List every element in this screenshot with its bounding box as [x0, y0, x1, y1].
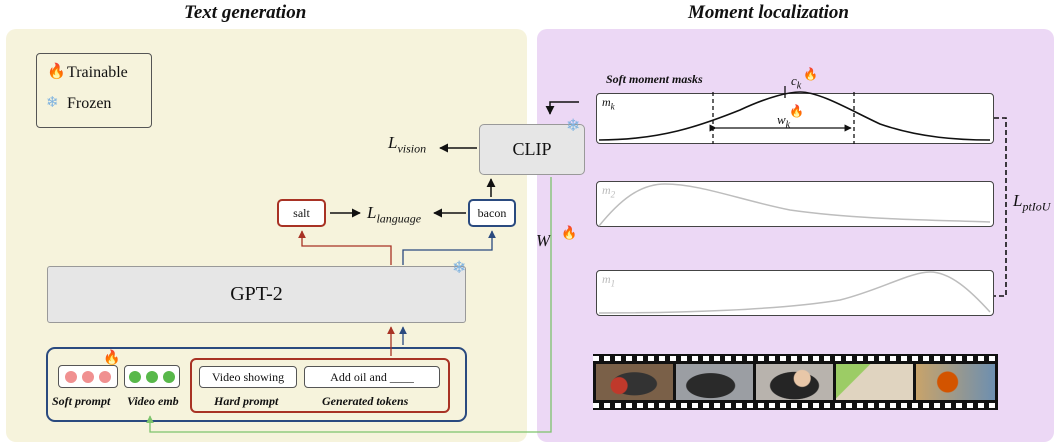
clip-label: CLIP — [512, 139, 552, 159]
legend-frozen: Frozen — [67, 95, 112, 112]
arrow-gpt2-to-salt — [298, 230, 392, 265]
fire-icon: 🔥 — [47, 64, 66, 80]
arrow-mask-to-clip — [545, 101, 579, 115]
generated-tokens-box: Add oil and ____ — [304, 366, 440, 388]
m1-curve — [598, 271, 991, 314]
mk-label: mk — [602, 95, 615, 112]
video-emb-label: Video emb — [127, 394, 179, 408]
video-frame — [916, 364, 995, 400]
hard-prompt-label: Hard prompt — [214, 394, 279, 408]
ptiou-bracket — [994, 117, 1007, 297]
mask-m1-box — [596, 270, 994, 316]
text-prompt-group — [190, 358, 450, 413]
arrow-gpt2-to-bacon — [402, 230, 496, 265]
video-frame — [756, 364, 833, 400]
video-film-strip — [593, 354, 998, 410]
bacon-token: bacon — [468, 199, 516, 227]
gpt2-node: GPT-2 — [47, 266, 466, 323]
soft-prompt-box — [58, 365, 118, 388]
video-frame — [596, 364, 673, 400]
fire-icon: 🔥 — [789, 104, 804, 118]
clip-node: CLIP — [479, 124, 585, 175]
w-projection-label: W — [536, 231, 551, 250]
mk-curve — [598, 91, 991, 141]
video-emb-box — [124, 365, 180, 388]
loss-ptiou: LptIoU — [1013, 191, 1051, 214]
loss-vision: Lvision — [388, 133, 427, 156]
text-generation-title: Text generation — [184, 2, 307, 23]
fire-icon: 🔥 — [561, 225, 578, 240]
m2-curve — [598, 183, 991, 227]
moment-localization-title: Moment localization — [688, 2, 849, 23]
snowflake-icon: ❄ — [46, 95, 59, 111]
fire-icon: 🔥 — [103, 351, 121, 366]
m1-label: m1 — [602, 272, 616, 289]
fire-icon: 🔥 — [803, 67, 818, 81]
input-sequence-box — [46, 347, 467, 422]
soft-moment-masks-title: Soft moment masks — [606, 72, 703, 86]
legend-trainable: Trainable — [67, 64, 128, 81]
snowflake-icon: ❄ — [566, 116, 581, 135]
hard-prompt-box: Video showing — [199, 366, 297, 388]
ck-label: ck — [791, 73, 802, 92]
legend-box — [36, 53, 152, 128]
video-frame — [836, 364, 913, 400]
video-frame — [676, 364, 753, 400]
soft-prompt-label: Soft prompt — [52, 394, 111, 408]
salt-token: salt — [277, 199, 326, 227]
generated-tokens-label: Generated tokens — [322, 394, 409, 408]
loss-language: Llanguage — [367, 203, 422, 226]
snowflake-icon: ❄ — [452, 258, 467, 277]
green-projection-link — [146, 177, 552, 433]
m2-label: m2 — [602, 183, 616, 200]
